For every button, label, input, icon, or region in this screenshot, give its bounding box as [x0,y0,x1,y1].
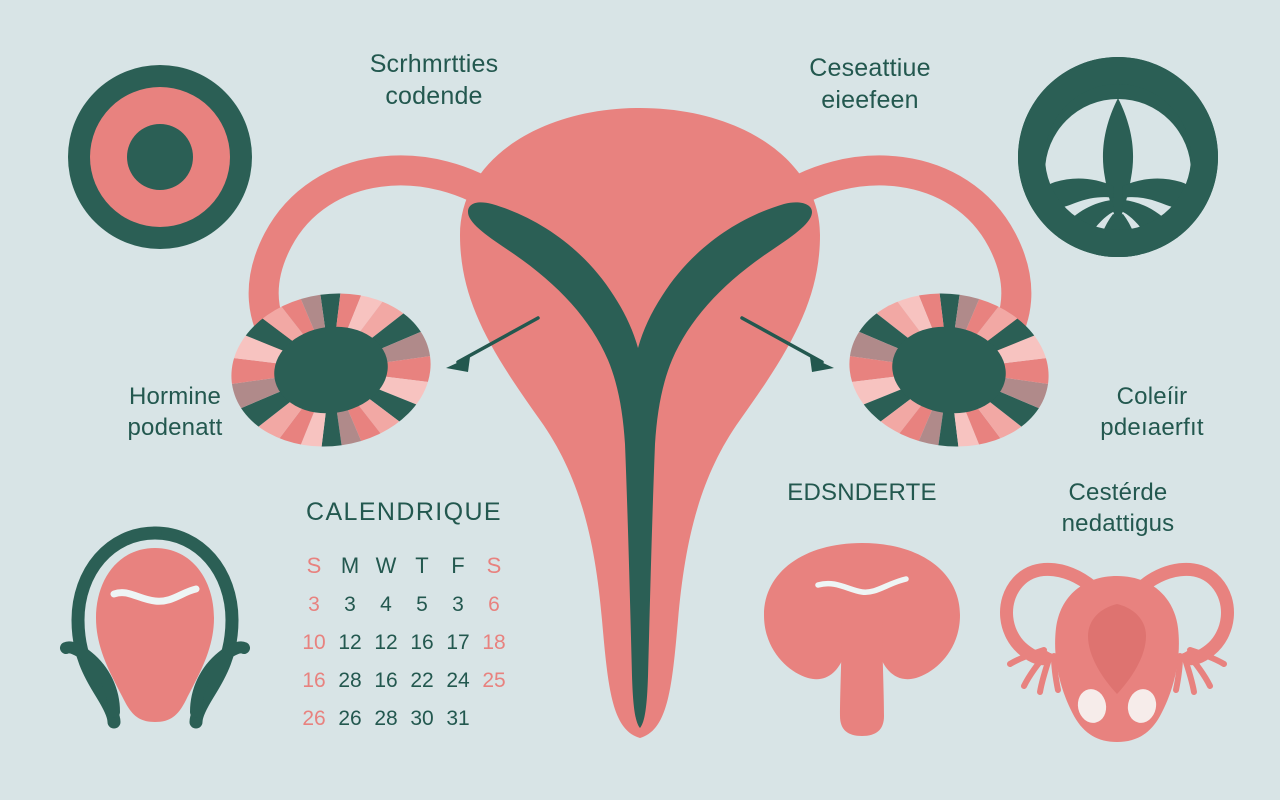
ovary-follicle-wedge [933,280,968,370]
calendar-day-cell[interactable]: 17 [446,631,470,654]
right-fallopian-tube [760,155,1032,363]
ovary-follicle-wedge [930,370,965,460]
calendar-day-header: W [375,553,397,578]
uterus-cross-section-icon [460,108,820,738]
calendar-day-cell[interactable]: 26 [302,707,326,730]
arrow-left-icon [446,316,540,372]
label-mid-right: Coleíir pdeıaerfıt [1100,383,1204,441]
calendar-day-cell[interactable]: 16 [410,631,434,654]
ovum-cell-icon [68,65,252,249]
calendar-day-cell[interactable]: 26 [338,707,362,730]
calendar-title: CALENDRIQUE [306,498,502,526]
calendar-day-cell[interactable]: 12 [374,631,398,654]
calendar-day-header: M [340,553,360,578]
calendar-day-header: T [415,553,429,578]
calendar-day-cell[interactable]: 24 [446,669,470,692]
label-top-left: Scrhmrtties codende [369,50,499,110]
calendar-day-cell[interactable]: 16 [374,669,398,692]
calendar-day-header: S [306,553,322,578]
calendar-day-header: S [486,553,502,578]
pointer-arrows [446,316,834,372]
label-bottom-center: EDSNDERTE [787,479,937,506]
arrow-right-icon [740,316,834,372]
calendar-day-cell[interactable]: 28 [374,707,398,730]
calendar-day-cell-empty [476,707,512,731]
calendar-day-cell[interactable]: 3 [308,593,320,616]
calendar-day-cell[interactable]: 6 [488,593,500,616]
calendar-days: 3 3 4 5 3 6 10 12 12 16 17 18 16 28 16 22 24 25 26 26 28 30 31 [296,593,512,731]
calendar-day-cell[interactable]: 12 [338,631,362,654]
label-bottom-right: Cestérde nedattigus [1061,479,1175,537]
label-top-right: Ceseattiue eieefeen [809,54,931,114]
ovary-follicle-wedge [312,280,347,370]
ovary-follicle-wedge [315,370,350,460]
ovary-follicle-wedge [331,351,441,386]
calendar-day-cell[interactable]: 10 [302,631,326,654]
endometrial-cavity [468,202,812,728]
uterus-tubes-icon [1000,562,1234,742]
ovary-follicle-wedge [839,351,949,386]
left-fallopian-tube [248,155,520,363]
ovary-follicle-wedge [949,354,1059,389]
label-mid-left: Hormine podenatt [127,383,223,441]
cervix-outline-icon [60,526,250,729]
calendar-day-cell[interactable]: 5 [416,593,428,616]
calendar-day-cell[interactable]: 3 [344,593,356,616]
calendar-day-cell[interactable]: 30 [410,707,434,730]
calendar-day-cell[interactable]: 25 [482,669,506,692]
uterus-silhouette-icon [764,543,960,736]
calendar-day-cell[interactable]: 18 [482,631,506,654]
calendar-day-header: F [451,553,465,578]
uterus-circle-badge-icon [1018,57,1218,257]
fallopian-tubes [248,155,1032,363]
calendar-day-cell[interactable]: 4 [380,593,392,616]
ovary-follicle-wedge [221,354,331,389]
calendar-day-cell[interactable]: 22 [410,669,434,692]
calendar-day-cell[interactable]: 3 [452,593,464,616]
calendar-day-cell[interactable]: 28 [338,669,362,692]
calendar-day-cell[interactable]: 31 [446,707,470,730]
calendar-day-cell[interactable]: 16 [302,669,326,692]
